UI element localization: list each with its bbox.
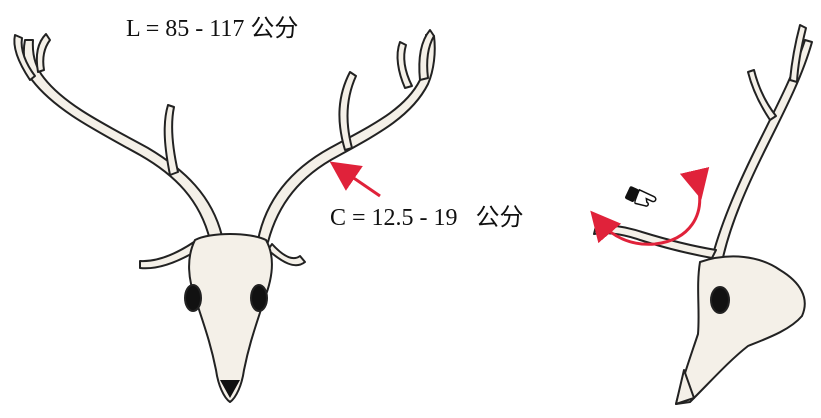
side-view-skull (594, 25, 812, 404)
circumference-label: C = 12.5 - 19 公分 (330, 206, 524, 230)
length-label: L = 85 - 117 公分 (126, 17, 298, 41)
circumference-arrow (342, 170, 380, 196)
front-skull (189, 234, 272, 402)
left-antler (24, 40, 222, 240)
pointing-hand-icon (624, 186, 656, 211)
side-skull (676, 256, 805, 404)
